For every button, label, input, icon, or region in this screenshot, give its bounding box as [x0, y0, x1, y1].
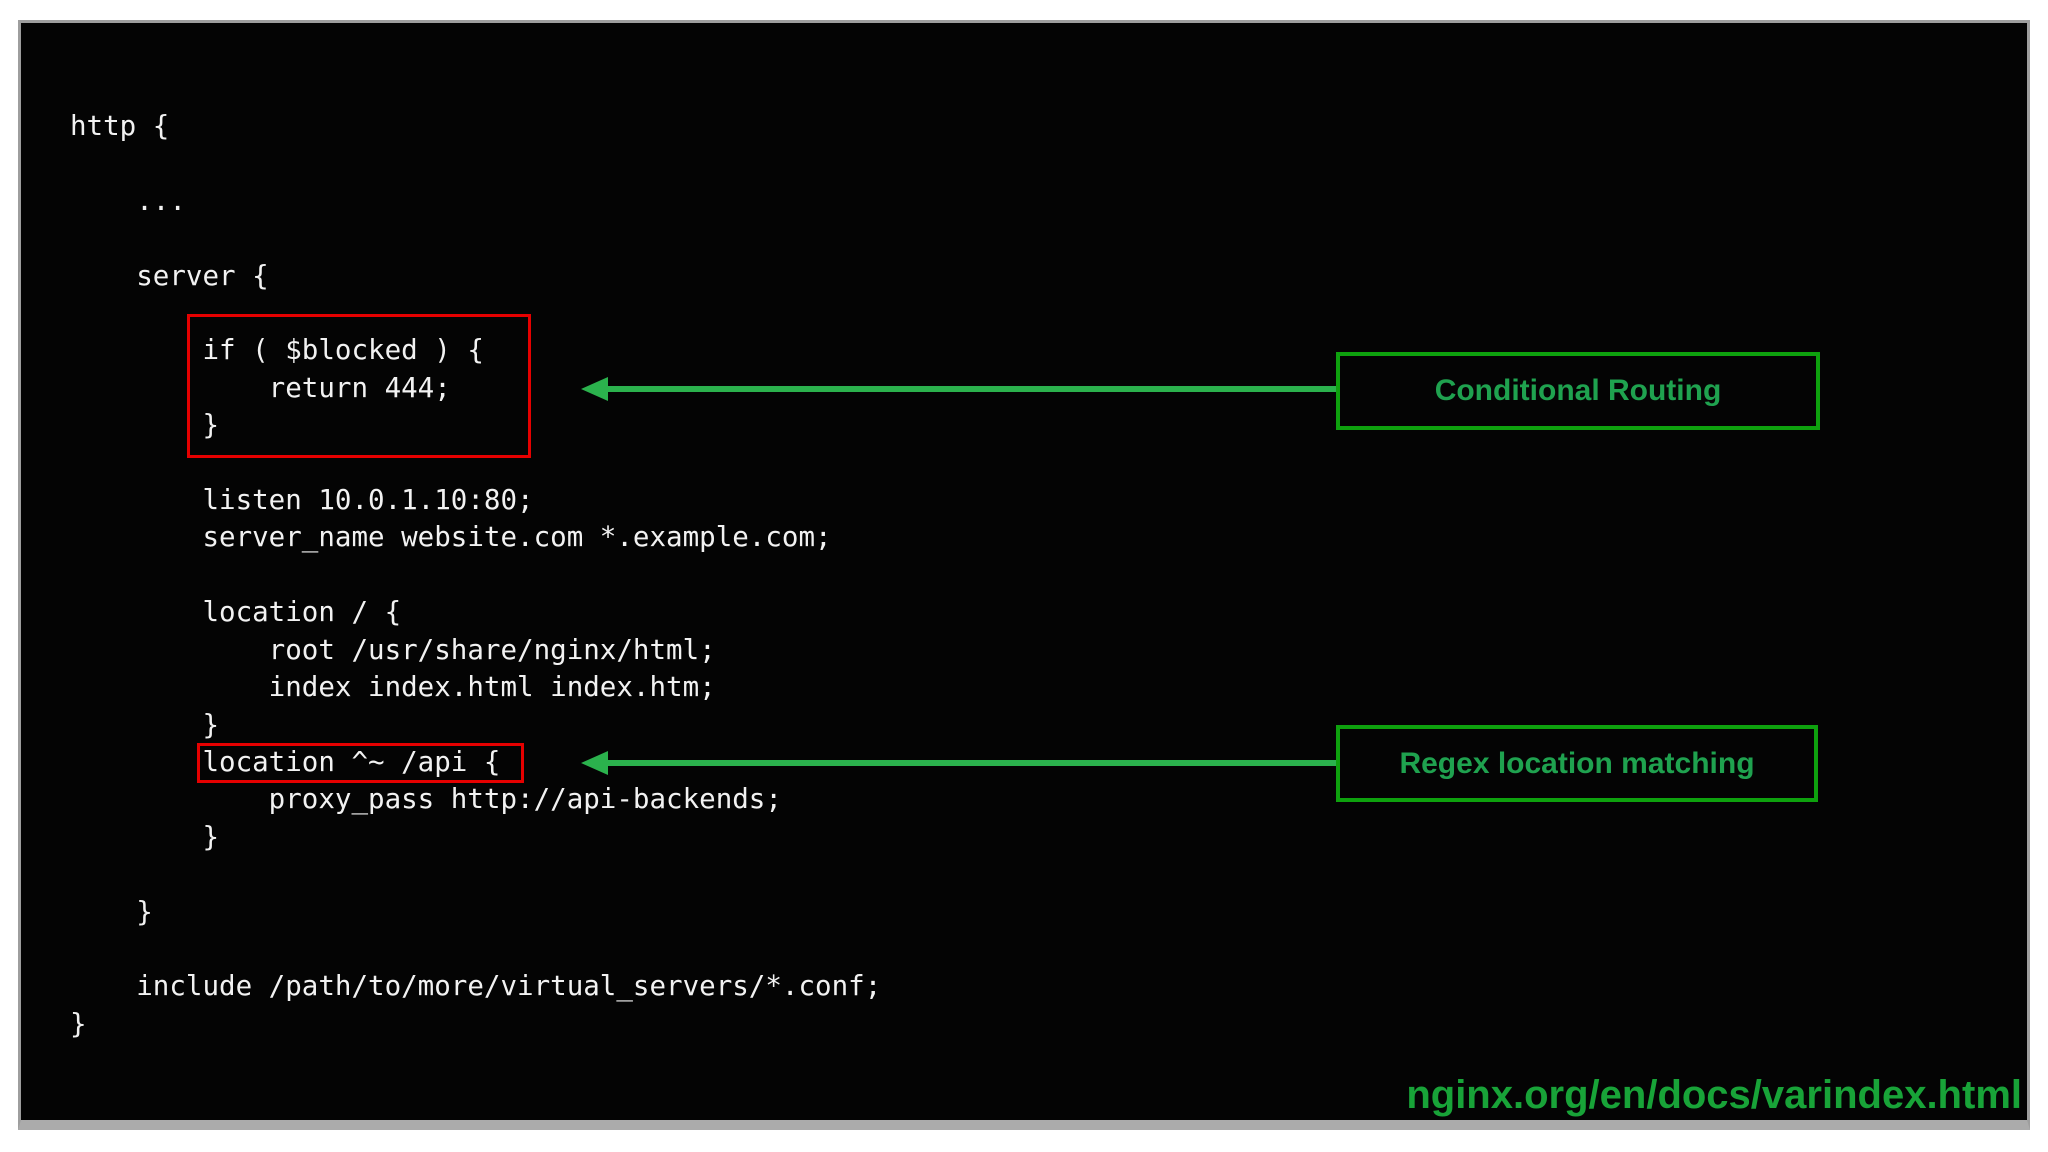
label-box-conditional-routing: Conditional Routing [1336, 352, 1820, 430]
highlight-box-location-regex [197, 743, 524, 783]
nginx-config-slide: http { ... server { if ( $blocked ) { re… [18, 20, 2030, 1130]
label-conditional-routing: Conditional Routing [1434, 374, 1722, 407]
arrow-left-icon [581, 377, 608, 401]
arrow-shaft-conditional-routing [605, 386, 1336, 392]
arrow-shaft-regex-location [605, 760, 1336, 766]
label-regex-location-matching: Regex location matching [1399, 746, 1755, 780]
nginx-config-code: http { ... server { if ( $blocked ) { re… [70, 110, 882, 1040]
footer-url: nginx.org/en/docs/varindex.html [1406, 1073, 2022, 1117]
highlight-box-if-block [187, 314, 531, 458]
arrow-left-icon [581, 751, 608, 775]
label-box-regex-location-matching: Regex location matching [1336, 725, 1818, 802]
